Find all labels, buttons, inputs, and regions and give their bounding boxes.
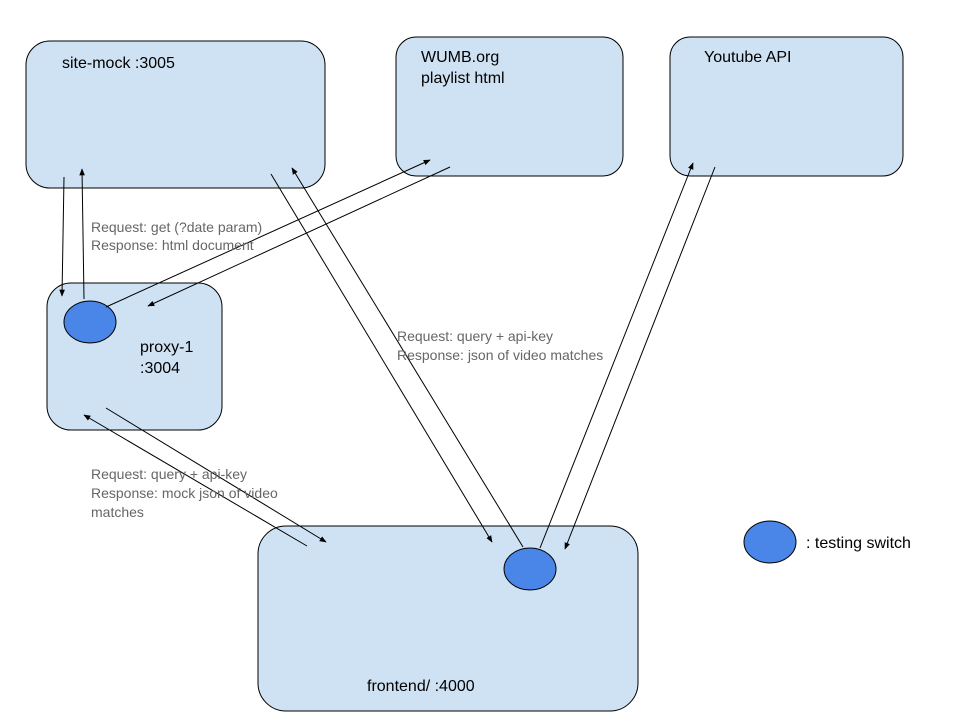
arrow-wumb-to-proxy: [147, 166, 451, 307]
legend-label: : testing switch: [806, 535, 911, 552]
arrow-proxy-to-frontend: [105, 407, 327, 543]
frontend-youtube-response-label: Response: json of video matches: [397, 347, 603, 363]
arrow-proxy-to-site-mock: [79, 168, 85, 300]
arrow-frontend-to-youtube: [539, 162, 694, 549]
arrow-proxy-to-wumb: [105, 159, 431, 308]
arrow-site-mock-to-frontend: [270, 173, 493, 543]
arrow-site-mock-to-proxy: [59, 176, 65, 297]
proxy-node: [46, 282, 223, 431]
arrow-frontend-to-site-mock: [291, 167, 524, 548]
proxy-frontend-request-label: Request: query + api-key: [91, 466, 247, 482]
youtube-api-node: [669, 36, 904, 177]
arrow-frontend-to-proxy: [83, 414, 308, 547]
frontend-testing-switch: [503, 547, 557, 591]
legend-testing-switch-icon: [743, 520, 797, 564]
proxy-testing-switch: [63, 300, 117, 344]
wumb-label-line-1: WUMB.org: [421, 49, 499, 66]
wumb-node: [395, 36, 624, 177]
legend: : testing switch: [743, 520, 911, 564]
site-mock-proxy-response-label: Response: html document: [91, 237, 254, 253]
proxy-label-line-2: :3004: [140, 360, 180, 377]
youtube-api-label: Youtube API: [704, 49, 792, 66]
frontend-youtube-request-label: Request: query + api-key: [397, 328, 553, 344]
proxy-label-line-1: proxy-1: [140, 339, 193, 356]
arrow-youtube-to-frontend: [564, 166, 716, 550]
site-mock-node: [25, 40, 326, 189]
frontend-label: frontend/ :4000: [367, 678, 475, 695]
site-mock-label: site-mock :3005: [62, 55, 175, 72]
wumb-label-line-2: playlist html: [421, 70, 505, 87]
site-mock-proxy-request-label: Request: get (?date param): [91, 219, 262, 235]
proxy-frontend-response-label: Response: mock json of video: [91, 485, 278, 501]
proxy-frontend-response-label-cont: matches: [91, 504, 144, 520]
